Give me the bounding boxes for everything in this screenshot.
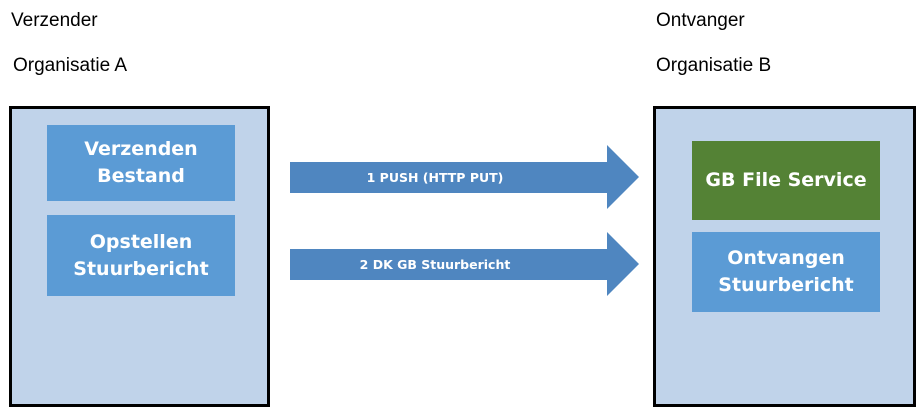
control-message-arrow-label: 2 DK GB Stuurbericht (359, 256, 511, 272)
sender-organisation-label: Organisatie A (13, 55, 128, 76)
push-arrow-shape (290, 145, 639, 209)
gb-file-service-box: GB File Service (692, 141, 880, 220)
receiver-organisation-label: Organisatie B (656, 55, 772, 76)
compose-control-message-box: Opstellen Stuurbericht (47, 215, 235, 296)
send-file-box: Verzenden Bestand (47, 125, 235, 201)
receiver-role-label: Ontvanger (656, 10, 745, 31)
receive-control-message-box: Ontvangen Stuurbericht (692, 232, 880, 312)
control-message-arrow-shape (290, 232, 639, 296)
push-arrow-label: 1 PUSH (HTTP PUT) (366, 169, 504, 185)
push-arrow: 1 PUSH (HTTP PUT) (290, 145, 640, 209)
sender-role-label: Verzender (11, 10, 98, 31)
control-message-arrow: 2 DK GB Stuurbericht (290, 232, 640, 296)
